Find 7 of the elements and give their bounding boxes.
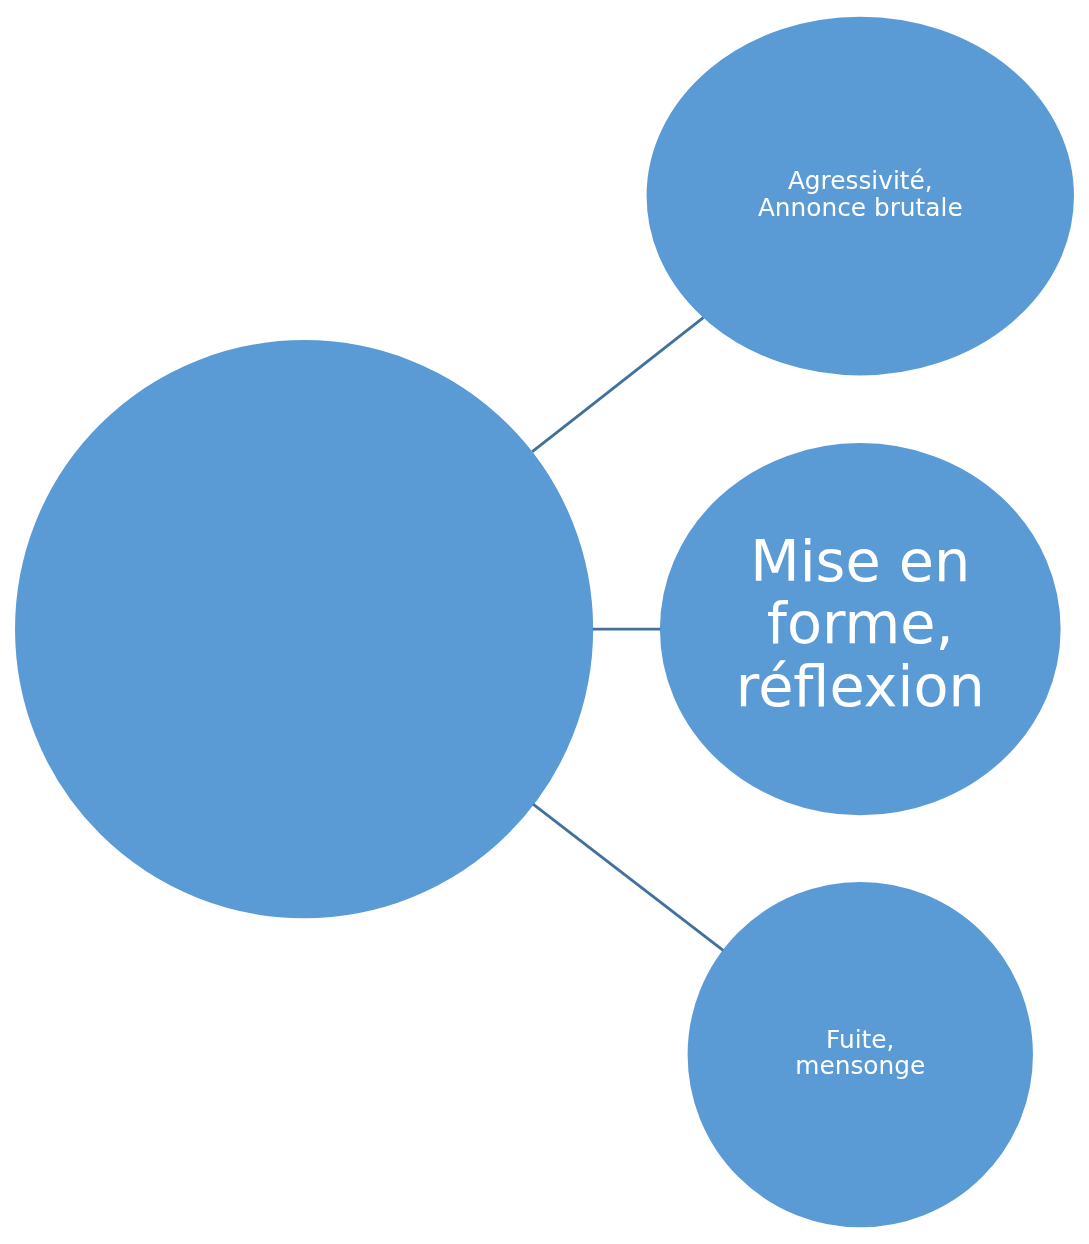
node-circle — [15, 340, 594, 919]
node-ellipse: Agressivité, Annonce brutale — [646, 16, 1074, 376]
connector — [532, 802, 725, 952]
connector — [592, 627, 661, 631]
node-circle: Mise en forme, réflexion — [659, 443, 1061, 816]
node-circle: Fuite, mensonge — [687, 881, 1033, 1228]
connector — [531, 316, 705, 453]
